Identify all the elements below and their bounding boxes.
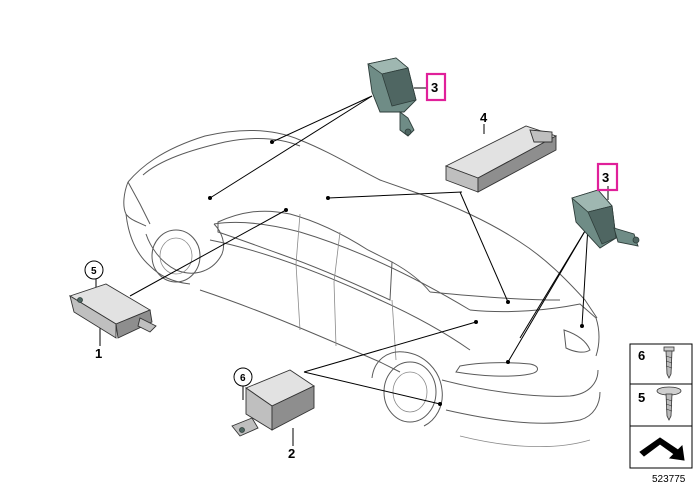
callout-3-right: 3	[602, 170, 609, 185]
reference-number: 523775	[652, 474, 686, 485]
callout-1: 1	[95, 346, 102, 361]
leader-lines	[95, 87, 609, 446]
part-1-module	[68, 283, 157, 339]
legend-item-6: 6	[638, 348, 645, 363]
callout-labels: 3 3 4 1 2 5 6	[84, 72, 619, 461]
callout-6-circle: 6	[240, 373, 246, 384]
callout-4: 4	[480, 110, 488, 125]
callout-2: 2	[288, 446, 295, 461]
circle-6	[233, 367, 253, 387]
part-2-module	[231, 369, 315, 437]
screw-5-icon	[656, 386, 682, 421]
part-3-sensor-right	[571, 189, 640, 249]
car-outline	[123, 129, 601, 448]
callout-3-top: 3	[431, 80, 438, 95]
circle-5	[84, 260, 104, 280]
highlight-box-3-top	[425, 72, 447, 102]
legend-item-5: 5	[638, 390, 645, 405]
part-3-sensor-top	[367, 57, 417, 137]
part-4-module	[444, 125, 558, 193]
fastener-legend: 6 5	[629, 343, 693, 469]
arrow-icon	[639, 437, 685, 461]
highlight-box-3-right	[596, 162, 619, 192]
screw-6-icon	[663, 346, 675, 379]
callout-5-circle: 5	[91, 266, 97, 277]
